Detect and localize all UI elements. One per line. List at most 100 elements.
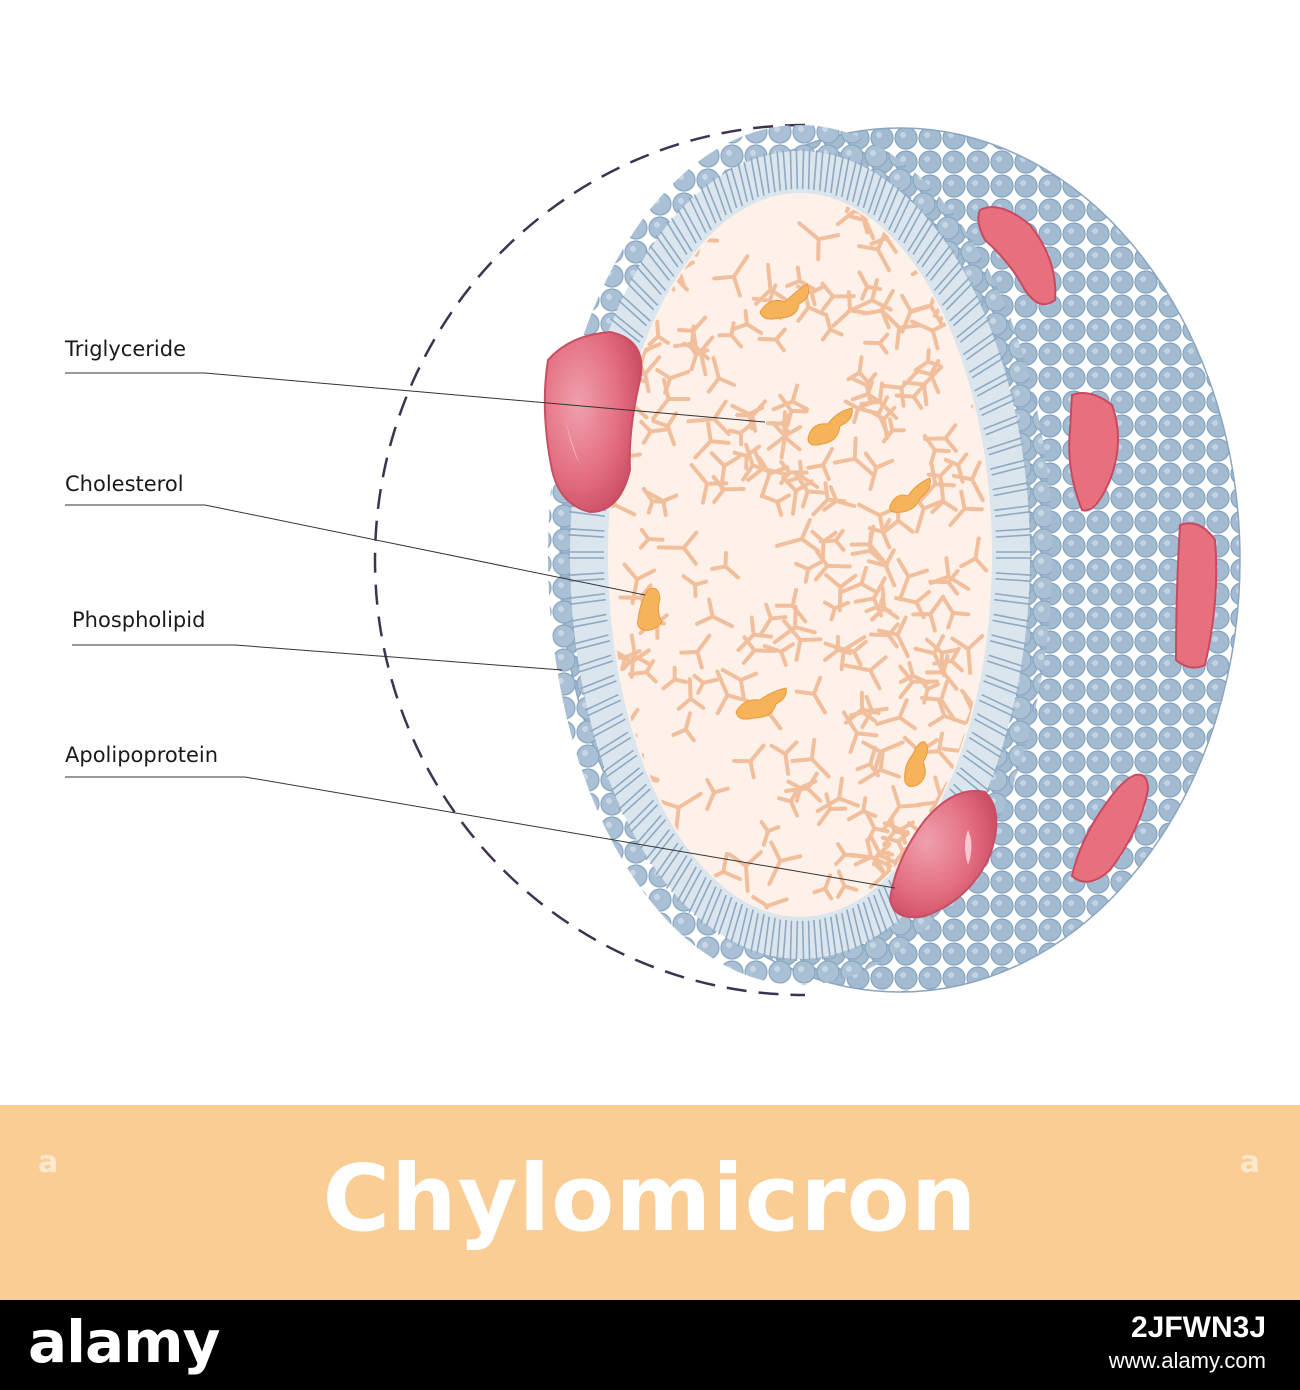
triglyceride-molecule xyxy=(782,618,823,662)
triglyceride-molecule xyxy=(759,493,792,517)
phospholipid-tail xyxy=(812,150,824,191)
phospholipid-tail xyxy=(996,551,1032,559)
triglyceride-molecule xyxy=(775,518,821,554)
watermark-mark: a xyxy=(38,1145,59,1180)
phospholipid-tail xyxy=(665,217,693,255)
triglyceride-molecule xyxy=(875,698,917,731)
phospholipid-tail xyxy=(568,528,605,538)
cholesterol-molecule xyxy=(759,283,810,320)
triglyceride-molecule xyxy=(694,597,735,629)
phospholipid-tail xyxy=(700,184,723,224)
phospholipid-tail xyxy=(856,901,876,943)
triglyceride-molecule xyxy=(732,743,766,780)
phospholipid-tail xyxy=(986,436,1024,456)
phospholipid-tail xyxy=(979,393,1016,417)
phospholipid-tail xyxy=(610,767,644,797)
label-apolipoprotein: Apolipoprotein xyxy=(65,743,219,767)
apolipoprotein-surface xyxy=(1070,773,1150,883)
triglyceride-molecule xyxy=(860,694,889,729)
phospholipid-tail xyxy=(941,277,974,311)
phospholipid-tail xyxy=(750,156,765,198)
triglyceride-molecule xyxy=(882,817,910,847)
phospholipid-tail xyxy=(968,731,1004,758)
triglyceride-molecule xyxy=(676,315,708,347)
triglyceride-molecule xyxy=(732,444,762,471)
phospholipid-tail xyxy=(949,295,983,327)
phospholipid-tail xyxy=(645,245,675,281)
cholesterol-molecule xyxy=(735,687,787,720)
leader-apolipoprotein xyxy=(65,776,896,889)
phospholipid-tail xyxy=(968,352,1004,379)
apolipoprotein-surface xyxy=(1068,392,1120,512)
phospholipid-tail xyxy=(610,313,644,343)
triglyceride-molecule xyxy=(863,332,890,355)
triglyceride-molecule xyxy=(657,791,703,831)
triglyceride-molecule xyxy=(676,677,706,711)
phospholipid-tail xyxy=(776,919,788,960)
triglyceride-molecule xyxy=(822,600,851,622)
triglyceride-molecule xyxy=(863,451,895,491)
chylomicron-diagram xyxy=(65,123,1241,997)
triglyceride-molecule xyxy=(622,562,657,606)
triglyceride-molecule xyxy=(717,321,744,349)
cholesterol-molecule xyxy=(637,587,663,631)
triglyceride-molecule xyxy=(615,195,646,204)
phospholipid-tail xyxy=(983,674,1020,696)
phospholipid-tail xyxy=(986,654,1024,674)
cholesterol-molecules xyxy=(637,283,931,788)
triglyceride-molecule xyxy=(692,673,719,695)
triglyceride-molecule xyxy=(820,281,856,312)
phospholipid-tail xyxy=(568,551,604,559)
phospholipid-tail xyxy=(856,167,876,209)
phospholipid-tail xyxy=(835,912,850,954)
phospholipid-tail xyxy=(974,372,1010,397)
triglyceride-molecule xyxy=(686,399,731,436)
triglyceride-molecule xyxy=(709,451,742,490)
triglyceride-molecule xyxy=(781,475,814,516)
phospholipid-tail xyxy=(995,572,1032,582)
phospholipid-tail xyxy=(737,908,754,949)
phospholipid-tail xyxy=(724,167,744,209)
phospholipid-tail xyxy=(596,731,632,758)
triglyceride-molecule xyxy=(732,308,764,336)
phospholipid-tail xyxy=(576,654,614,674)
triglyceride-molecule xyxy=(679,633,712,670)
triglyceride-molecule xyxy=(913,348,942,373)
triglyceride-molecule xyxy=(759,819,781,847)
triglyceride-molecule xyxy=(836,869,859,899)
triglyceride-molecule xyxy=(833,639,868,668)
triglyceride-molecule xyxy=(693,421,731,460)
triglyceride-molecule xyxy=(928,568,960,596)
phospholipid-tail xyxy=(962,749,998,778)
triglyceride-molecule xyxy=(785,265,817,292)
watermark-image-id: 2JFWN3J xyxy=(1130,1311,1266,1344)
phospholipid-tail xyxy=(712,175,733,216)
triglyceride-molecule xyxy=(857,229,892,273)
triglyceride-molecule xyxy=(815,776,860,814)
triglyceride-molecule xyxy=(820,312,844,342)
phospholipid-tail xyxy=(584,693,621,717)
phospholipid-tail xyxy=(724,901,744,943)
triglyceride-molecule xyxy=(881,417,906,444)
apolipoprotein-bottom xyxy=(888,789,998,919)
phospholipid-tail xyxy=(789,920,799,961)
triglyceride-molecule xyxy=(951,460,985,503)
triglyceride-molecule xyxy=(927,697,967,728)
triglyceride-molecule xyxy=(894,589,932,620)
triglyceride-molecule xyxy=(794,559,825,584)
particle-boundary-dashed xyxy=(373,123,806,997)
phospholipid-tail xyxy=(933,261,965,296)
phospholipid-tail xyxy=(635,814,667,849)
title-banner: Chylomicron a a xyxy=(0,1105,1300,1300)
triglyceride-molecule xyxy=(882,784,922,830)
phospholipid-tail xyxy=(655,231,684,268)
phospholipid-tail xyxy=(992,613,1030,628)
triglyceride-molecule xyxy=(671,711,696,743)
triglyceride-molecule xyxy=(950,633,985,675)
triglyceride-molecule xyxy=(794,675,827,715)
phospholipid-tail xyxy=(994,592,1031,606)
triglyceride-molecule xyxy=(843,399,877,424)
phospholipid-tail xyxy=(801,149,811,190)
watermark-mark: a xyxy=(1239,1145,1260,1180)
triglyceride-molecule xyxy=(818,529,846,552)
